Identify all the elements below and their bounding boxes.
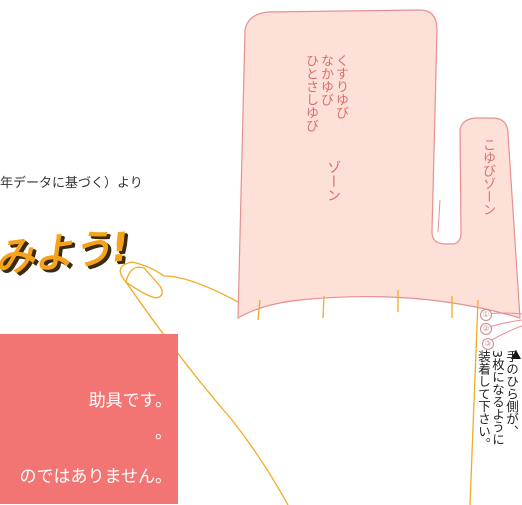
layer-marker-3: ③ bbox=[482, 338, 494, 350]
triangle-pointer-icon bbox=[511, 350, 521, 359]
instruction-text: 手のひら側が、 3枚になるように 装着して下さい。 bbox=[476, 350, 519, 450]
layer-marker-2: ② bbox=[480, 323, 492, 335]
thumb-outline bbox=[125, 266, 163, 299]
notice-line-1: 助具です。 bbox=[88, 391, 172, 411]
hand-outline bbox=[119, 261, 289, 505]
knuckle-ticks bbox=[257, 290, 453, 321]
glove-shape bbox=[237, 9, 521, 320]
notice-line-3: のではありません。 bbox=[19, 467, 173, 487]
wrist-line bbox=[469, 299, 479, 505]
finger-zone-label: くすりゆび なかゆび ひとさしゆび bbox=[303, 54, 348, 132]
notice-box: 助具です。 。 のではありません。 bbox=[0, 334, 178, 504]
notice-line-2: 。 bbox=[155, 423, 172, 443]
finger-zone-word: ゾーン bbox=[325, 160, 341, 202]
glove-fold-line bbox=[437, 199, 441, 233]
source-note: 年データに基づく）より bbox=[0, 176, 143, 191]
pinky-zone-label: こゆびゾーン bbox=[480, 138, 495, 216]
headline-text: みよう! bbox=[0, 224, 131, 282]
layer-marker-1: ① bbox=[480, 309, 492, 321]
